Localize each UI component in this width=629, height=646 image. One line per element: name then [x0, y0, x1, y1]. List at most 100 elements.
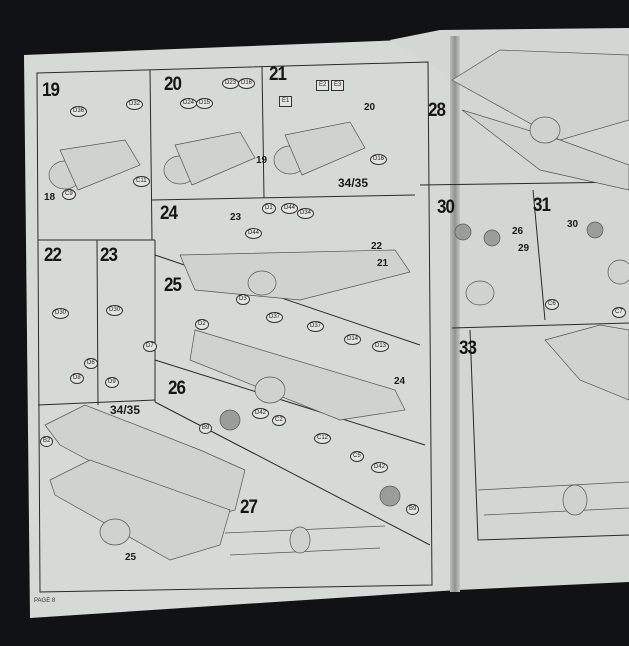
reference-number: 29: [518, 243, 530, 254]
engine-cowling-30: [465, 280, 495, 306]
engine-cowling-31: [607, 259, 629, 285]
part-label: D16: [238, 78, 256, 89]
part-label: D36: [70, 106, 88, 117]
part-label: D3: [236, 294, 250, 305]
part-label: E3: [331, 80, 345, 91]
lower-wing-25: [189, 329, 406, 421]
aircraft-sketches: [44, 49, 629, 561]
reference-number: 34/35: [110, 403, 141, 417]
step-number-26: 26: [168, 376, 186, 399]
part-label: C11: [133, 176, 150, 187]
step-number-19: 19: [42, 78, 60, 101]
part-label: D1: [262, 203, 276, 214]
part-label: D23: [222, 78, 240, 89]
part-label: C6: [545, 299, 559, 310]
part-label: D16: [370, 154, 388, 165]
part-label: D7: [143, 341, 157, 352]
part-label: C12: [314, 433, 332, 444]
fuselage-20: [174, 131, 256, 186]
front-view-33-lower-wing: [483, 507, 629, 516]
lower-wing-24: [179, 249, 411, 301]
front-view-cowling: [289, 526, 311, 554]
part-label: D44: [281, 203, 299, 214]
divider-31-33: [451, 322, 629, 329]
wheel-30-right: [483, 229, 501, 247]
upper-wing-34: [44, 404, 246, 521]
engine-cowling-25: [254, 376, 286, 404]
reference-number: 20: [364, 102, 376, 113]
part-label: D15: [196, 98, 214, 109]
step-number-23: 23: [100, 243, 118, 266]
step-number-22: 22: [44, 243, 62, 266]
part-label: D42: [252, 408, 270, 419]
part-label: C9: [62, 189, 76, 200]
fuselage-19: [59, 139, 141, 191]
wheel-30-left: [454, 223, 472, 241]
booklet-spine: [450, 36, 460, 592]
step-number-27: 27: [240, 495, 258, 518]
step-number-21: 21: [269, 62, 287, 85]
part-label: D44: [245, 228, 263, 239]
reference-number: 21: [377, 258, 389, 269]
part-label: C5: [350, 451, 364, 462]
reference-number: 34/35: [338, 176, 369, 190]
reference-number: 22: [371, 241, 383, 252]
front-view-33-cowling: [562, 484, 588, 516]
engine-cowling-28: [529, 116, 561, 144]
part-label: D6: [84, 358, 98, 369]
part-label: D42: [371, 462, 389, 473]
reference-number: 24: [394, 376, 406, 387]
part-label: D9: [105, 377, 119, 388]
part-label: C2: [272, 415, 286, 426]
divider-30-31: [532, 189, 546, 321]
part-label: E2: [316, 80, 330, 91]
step-number-31: 31: [533, 193, 551, 216]
reference-number: 25: [125, 552, 137, 563]
panel-33-frame: [469, 329, 629, 541]
reference-number: 26: [512, 226, 524, 237]
divider-22-23: [96, 239, 99, 406]
part-label: D34: [297, 208, 315, 219]
fuselage-21: [284, 121, 366, 176]
lower-wing-34: [49, 459, 231, 561]
step-number-24: 24: [160, 201, 178, 224]
divider-25-26: [154, 359, 426, 446]
divider-23-bottom: [37, 399, 156, 406]
page-footer: PAGE 8: [34, 598, 56, 604]
reference-number: 19: [256, 155, 268, 166]
part-label: D30: [106, 305, 124, 316]
upper-wing-33: [544, 324, 629, 401]
divider-19-20: [149, 69, 153, 241]
step-number-33: 33: [459, 336, 477, 359]
part-label: D13: [372, 341, 390, 352]
part-label: D2: [195, 319, 209, 330]
part-label: B9: [406, 504, 420, 515]
engine-cowling-24: [247, 270, 277, 296]
part-label: D24: [180, 98, 198, 109]
front-view-33-upper-wing: [477, 481, 629, 491]
part-label: D37: [266, 312, 284, 323]
part-label: D8: [70, 373, 84, 384]
wheel-left: [219, 409, 241, 431]
part-label: B9: [199, 423, 213, 434]
step-number-25: 25: [164, 273, 182, 296]
left-panel-frame: [36, 61, 433, 593]
reference-number: 23: [230, 212, 242, 223]
part-label: B2: [40, 436, 54, 447]
step-number-20: 20: [164, 72, 182, 95]
wheel-right: [379, 485, 401, 507]
divider-20-21: [261, 66, 265, 199]
part-label: C7: [612, 307, 626, 318]
part-label: E1: [279, 96, 293, 107]
part-label: D30: [52, 308, 70, 319]
wheel-31: [586, 221, 604, 239]
part-label: D14: [344, 334, 362, 345]
part-label: D32: [126, 99, 144, 110]
engine-cowling-34: [99, 518, 131, 546]
divider-top-24: [151, 194, 416, 201]
step-number-28: 28: [428, 98, 446, 121]
step-number-30: 30: [437, 195, 455, 218]
part-label: D37: [307, 321, 325, 332]
reference-number: 18: [44, 192, 56, 203]
